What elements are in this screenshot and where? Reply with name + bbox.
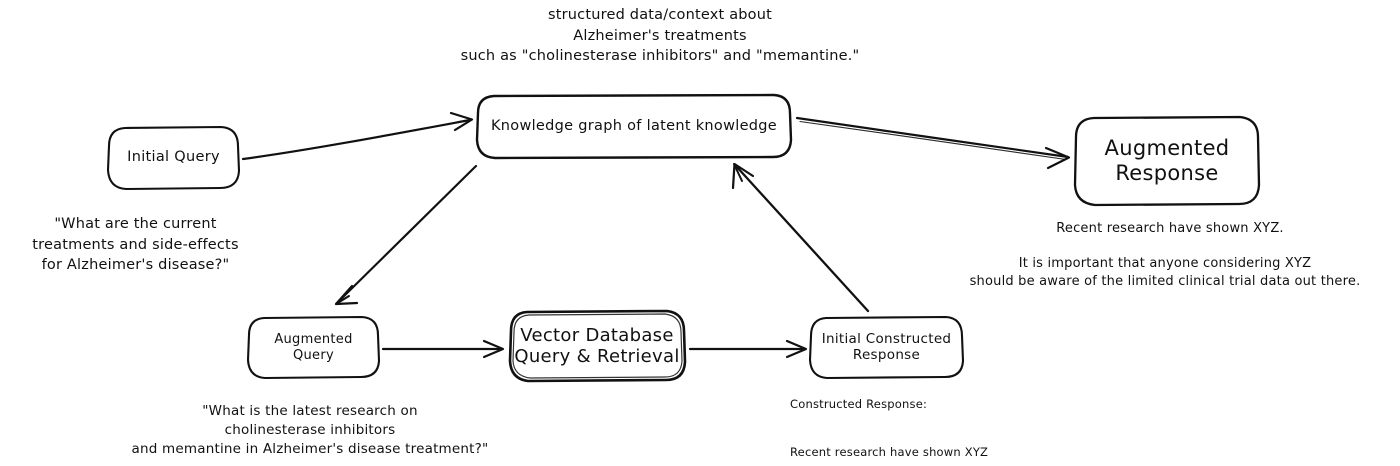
node-vector-database-query-retrieval[interactable]: Vector Database Query & Retrieval bbox=[514, 324, 680, 367]
edge-knowledge-graph-to-augmented-query bbox=[334, 164, 478, 306]
note-augmented-answer-line-2: It is important that anyone considering … bbox=[969, 256, 1361, 290]
note-augmented-question: "What is the latest research on cholines… bbox=[131, 403, 489, 458]
node-augmented-query[interactable]: Augmented Query bbox=[274, 332, 353, 363]
edge-initial-response-to-knowledge-graph bbox=[731, 162, 870, 313]
note-constructed-response: Constructed Response: Recent research ha… bbox=[790, 397, 989, 460]
edge-vector-db-to-initial-response bbox=[688, 339, 808, 359]
node-augmented-response[interactable]: Augmented Response bbox=[1104, 136, 1230, 185]
node-initial-query[interactable]: Initial Query bbox=[127, 149, 220, 166]
node-knowledge-graph[interactable]: Knowledge graph of latent knowledge bbox=[490, 117, 778, 134]
note-initial-question: "What are the current treatments and sid… bbox=[32, 216, 239, 274]
edge-initial-query-to-knowledge-graph bbox=[241, 111, 474, 161]
note-structured-data: structured data/context about Alzheimer'… bbox=[460, 7, 860, 65]
edge-augmented-query-to-vector-db bbox=[381, 339, 505, 359]
node-initial-constructed-response[interactable]: Initial Constructed Response bbox=[821, 330, 952, 363]
edge-knowledge-graph-to-augmented-response bbox=[795, 116, 1071, 170]
note-augmented-answer-line-1: Recent research have shown XYZ. bbox=[1056, 221, 1284, 236]
